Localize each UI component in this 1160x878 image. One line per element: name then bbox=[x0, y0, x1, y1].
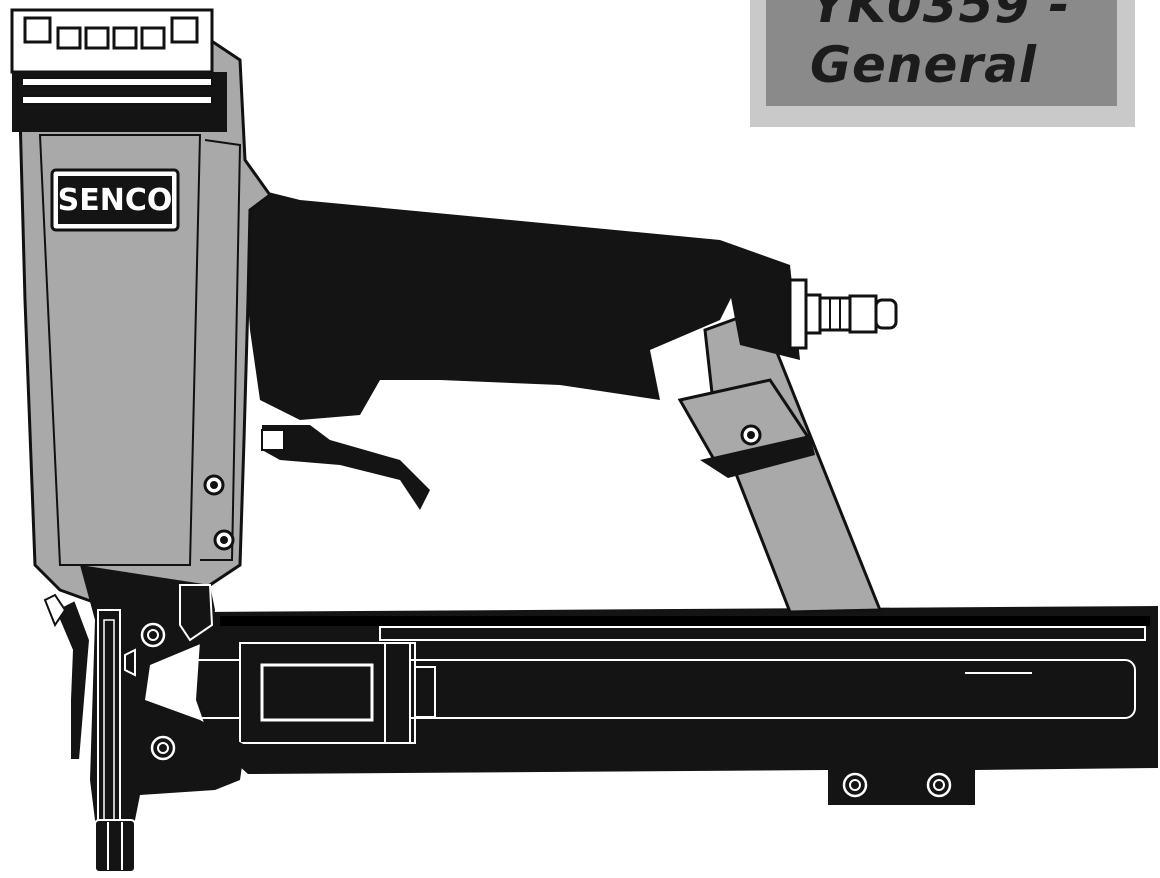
brand-logo: SENCO bbox=[50, 168, 180, 232]
grip-handle bbox=[240, 185, 800, 420]
nose-screw-lower bbox=[150, 735, 176, 761]
brand-label: SENCO bbox=[58, 183, 173, 218]
nose-assembly bbox=[43, 565, 245, 873]
housing-screw-upper bbox=[203, 474, 225, 496]
nose-screw-upper bbox=[140, 622, 166, 648]
magazine-screw-right bbox=[926, 772, 952, 798]
model-subtitle: General bbox=[810, 36, 1037, 94]
model-label-panel: YK0359 - General bbox=[766, 0, 1117, 106]
housing-screw-lower bbox=[213, 529, 235, 551]
magazine-slider bbox=[239, 642, 436, 744]
main-housing: SENCO bbox=[10, 8, 273, 610]
magazine-screw-left bbox=[842, 772, 868, 798]
magazine bbox=[179, 606, 1158, 805]
air-fitting bbox=[788, 278, 898, 350]
rear-strut bbox=[677, 308, 883, 614]
trigger bbox=[261, 425, 430, 510]
model-code: YK0359 - bbox=[810, 0, 1071, 34]
top-cap-vents bbox=[23, 16, 199, 50]
model-label-card: YK0359 - General bbox=[750, 0, 1135, 127]
